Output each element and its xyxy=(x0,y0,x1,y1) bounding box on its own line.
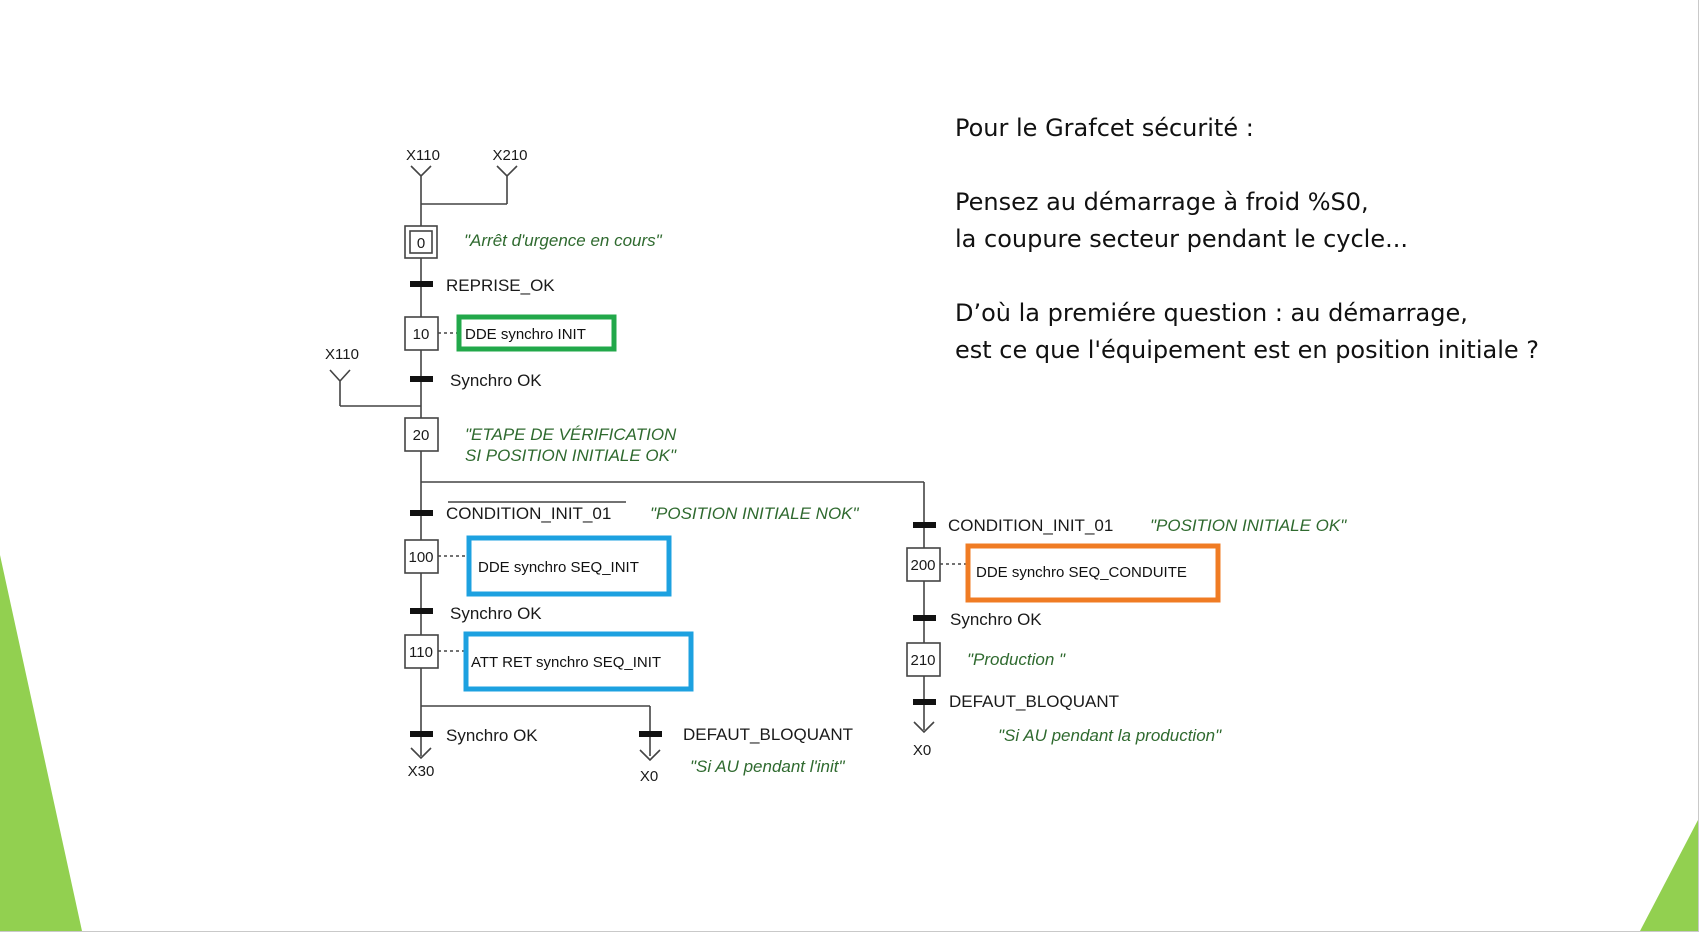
action-box-110 xyxy=(463,631,694,692)
slide-notes: Pour le Grafcet sécurité : Pensez au dém… xyxy=(955,110,1539,369)
comment-step-0: "Arrêt d'urgence en cours" xyxy=(464,231,663,250)
ref-x210-top: X210 xyxy=(492,147,527,164)
action-10-text: DDE synchro INIT xyxy=(465,326,586,343)
transition-synchro-3-bar xyxy=(410,731,433,737)
comment-defaut-left: "Si AU pendant l'init" xyxy=(690,757,846,776)
comment-step-20-line2: SI POSITION INITIALE OK" xyxy=(465,446,677,465)
ref-x0-right: X0 xyxy=(913,742,931,759)
transition-synchro-3-label: Synchro OK xyxy=(446,726,538,745)
step-0-inner-box xyxy=(409,230,433,254)
transition-synchro-4-bar xyxy=(913,615,936,621)
step-10-label: 10 xyxy=(413,326,430,343)
transition-defaut-left-label: DEFAUT_BLOQUANT xyxy=(683,725,853,744)
comment-step-210: "Production " xyxy=(967,650,1066,669)
comment-step-20-line1: "ETAPE DE VÉRIFICATION xyxy=(465,425,677,444)
ref-x110-left: X110 xyxy=(325,346,359,363)
notes-line-power-cut: la coupure secteur pendant le cycle... xyxy=(955,225,1408,253)
transition-synchro-1-bar xyxy=(410,376,433,382)
arrow-x0-left xyxy=(639,749,661,762)
transition-defaut-left-bar xyxy=(639,731,662,737)
action-box-200 xyxy=(965,543,1221,603)
comment-defaut-right: "Si AU pendant la production" xyxy=(998,726,1222,745)
notes-spacer-1 xyxy=(955,147,1539,184)
transition-reprise-bar xyxy=(410,281,433,287)
right-accent-triangle xyxy=(1640,820,1698,931)
action-200-text: DDE synchro SEQ_CONDUITE xyxy=(976,564,1187,581)
step-0-label: 0 xyxy=(417,235,425,252)
notes-line-cold-start: Pensez au démarrage à froid %S0, xyxy=(955,188,1369,216)
ref-x0-left: X0 xyxy=(640,768,658,785)
arrow-x110-top xyxy=(410,165,432,204)
left-accent-triangle xyxy=(0,555,82,931)
arrow-x30 xyxy=(410,747,432,760)
transition-defaut-right-bar xyxy=(913,699,936,705)
action-100-text: DDE synchro SEQ_INIT xyxy=(478,559,639,576)
grafcet-diagram: X110 X210 0 "Arrêt d'urgence en cours" R… xyxy=(325,147,1347,785)
step-110-label: 110 xyxy=(409,644,433,661)
step-210-label: 210 xyxy=(910,652,935,669)
step-200-label: 200 xyxy=(910,557,935,574)
ref-x110-top: X110 xyxy=(406,147,440,164)
transition-synchro-2-bar xyxy=(410,608,433,614)
action-box-10 xyxy=(456,314,617,352)
notes-line-initial-position: est ce que l'équipement est en position … xyxy=(955,336,1540,364)
arrow-x0-right xyxy=(913,721,935,734)
transition-defaut-right-label: DEFAUT_BLOQUANT xyxy=(949,692,1119,711)
transition-cond-ok-bar xyxy=(913,522,936,528)
notes-spacer-2 xyxy=(955,258,1539,295)
transition-cond-nok-bar xyxy=(410,510,433,516)
step-20-label: 20 xyxy=(413,427,430,444)
arrow-x110-left xyxy=(329,369,351,406)
ref-x30: X30 xyxy=(408,763,435,780)
notes-line-question: D’où la premiére question : au démarrage… xyxy=(955,299,1468,327)
action-box-100 xyxy=(466,535,672,597)
transition-cond-nok-label: CONDITION_INIT_01 xyxy=(446,504,611,523)
notes-title: Pour le Grafcet sécurité : xyxy=(955,114,1254,142)
step-100-label: 100 xyxy=(408,549,433,566)
action-110-text: ATT RET synchro SEQ_INIT xyxy=(471,654,661,671)
transition-synchro-4-label: Synchro OK xyxy=(950,610,1042,629)
transition-reprise-label: REPRISE_OK xyxy=(446,276,555,295)
transition-synchro-2-label: Synchro OK xyxy=(450,604,542,623)
arrow-x210-top xyxy=(496,165,518,204)
transition-cond-ok-label: CONDITION_INIT_01 xyxy=(948,516,1113,535)
comment-cond-ok: "POSITION INITIALE OK" xyxy=(1150,516,1347,535)
comment-cond-nok: "POSITION INITIALE NOK" xyxy=(650,504,860,523)
transition-synchro-1-label: Synchro OK xyxy=(450,371,542,390)
